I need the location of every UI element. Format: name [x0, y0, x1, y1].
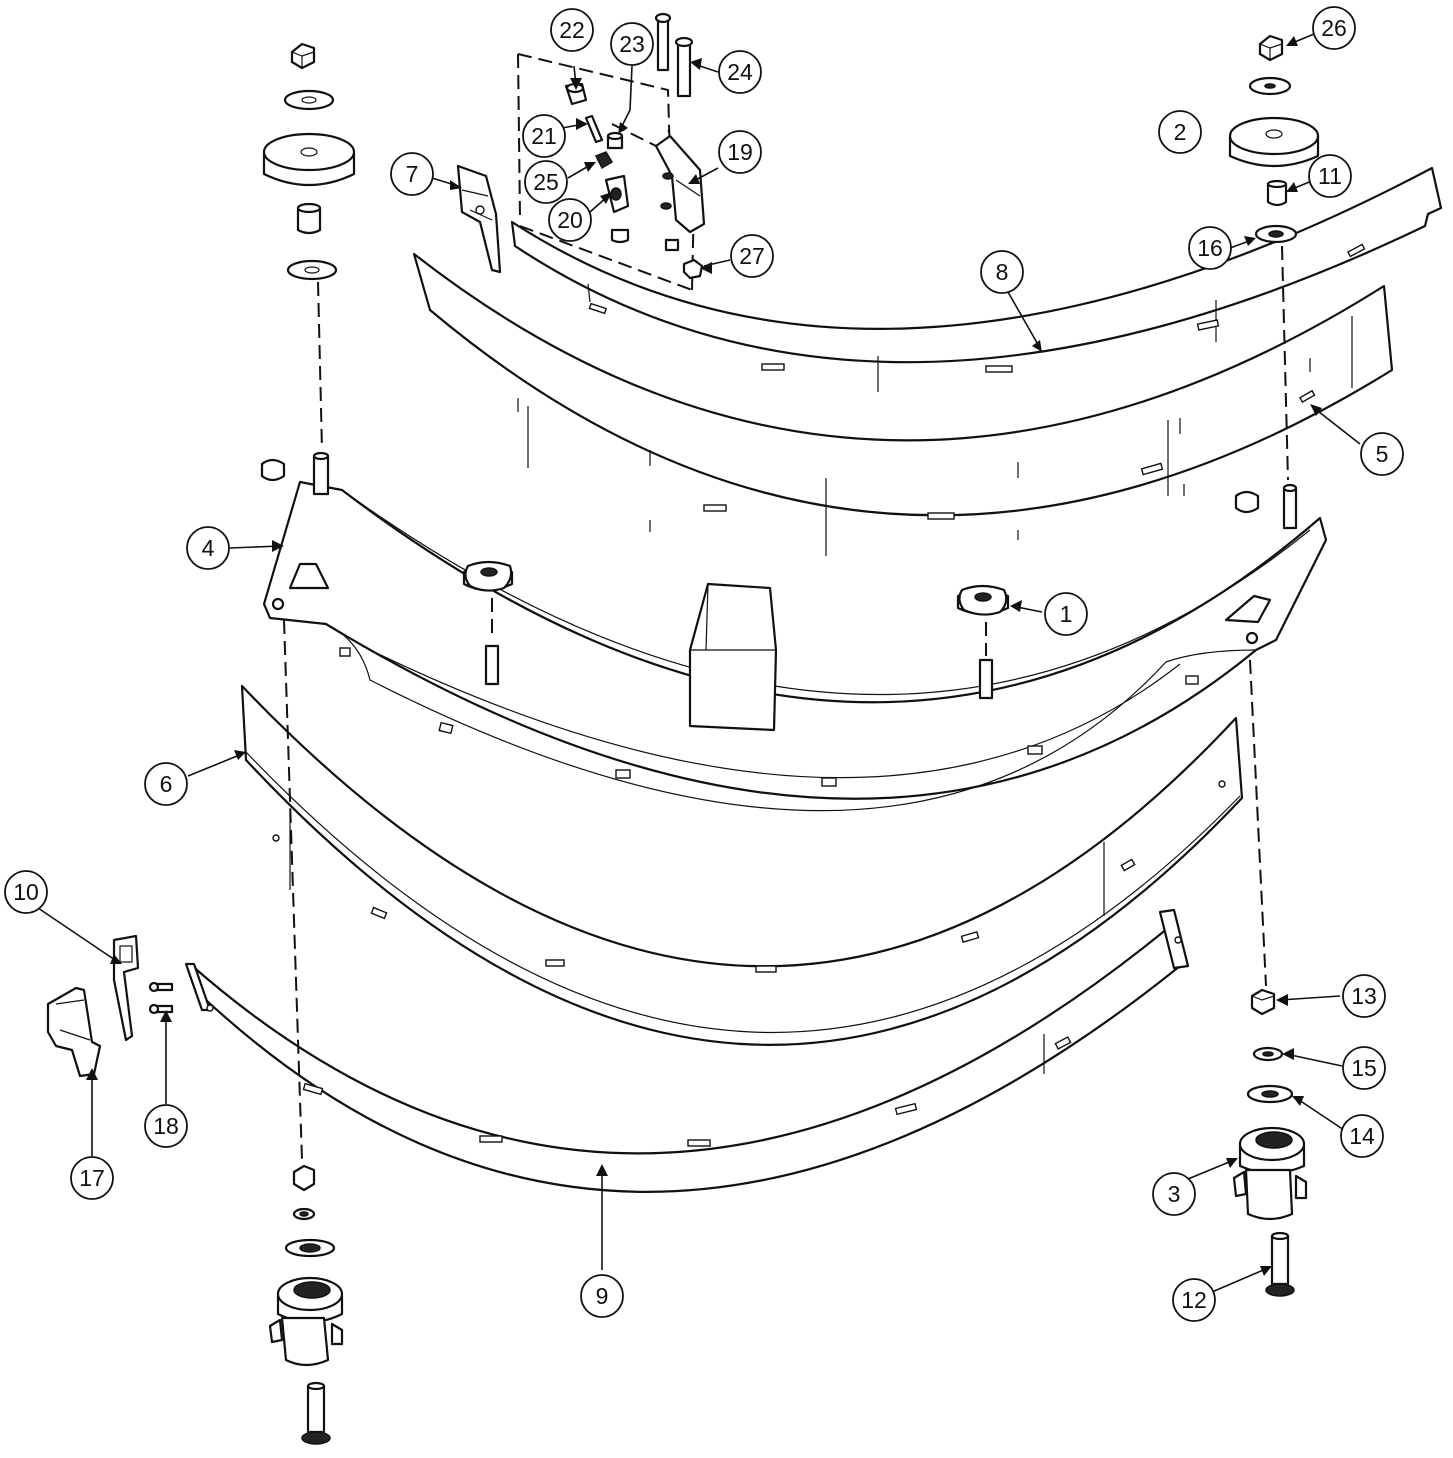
callout-label: 25	[533, 169, 559, 195]
leader-lines	[37, 33, 1361, 1293]
callout-label: 9	[596, 1283, 609, 1309]
callout-12: 12	[1172, 1278, 1216, 1322]
callout-13: 13	[1342, 974, 1386, 1018]
callout-label: 16	[1197, 235, 1223, 261]
squeegee-frame-part	[262, 480, 1328, 812]
callout-3: 3	[1152, 1172, 1196, 1216]
callout-label: 5	[1376, 441, 1389, 467]
callout-26: 26	[1312, 6, 1356, 50]
hardware-cluster	[517, 12, 706, 291]
callout-24: 24	[718, 50, 762, 94]
callout-label: 3	[1168, 1181, 1181, 1207]
callout-label: 23	[619, 31, 645, 57]
callout-19: 19	[718, 130, 762, 174]
callout-6: 6	[144, 762, 188, 806]
callout-10: 10	[4, 870, 48, 914]
callout-5: 5	[1360, 432, 1404, 476]
callout-label: 1	[1060, 601, 1073, 627]
callout-label: 24	[727, 59, 753, 85]
callout-label: 12	[1181, 1287, 1207, 1313]
callout-23: 23	[610, 22, 654, 66]
callout-7: 7	[390, 152, 434, 196]
callout-label: 22	[559, 17, 585, 43]
callout-20: 20	[548, 198, 592, 242]
callout-label: 4	[202, 535, 215, 561]
callout-9: 9	[580, 1274, 624, 1318]
callout-8: 8	[980, 250, 1024, 294]
right-caster-assembly	[1232, 659, 1308, 1297]
left-caster-assembly	[268, 619, 344, 1445]
callout-label: 7	[406, 161, 419, 187]
knob-part	[462, 560, 1010, 700]
callout-18: 18	[144, 1104, 188, 1148]
callout-label: 17	[79, 1165, 105, 1191]
left-bumper-assembly	[260, 42, 356, 496]
callout-label: 10	[13, 879, 39, 905]
callout-15: 15	[1342, 1046, 1386, 1090]
callout-label: 13	[1351, 983, 1377, 1009]
squeegee-strap-part	[184, 908, 1190, 1193]
callout-4: 4	[186, 526, 230, 570]
callout-label: 8	[996, 259, 1009, 285]
callout-17: 17	[70, 1156, 114, 1200]
squeegee-blade-rear-part	[510, 166, 1443, 392]
callout-11: 11	[1308, 154, 1352, 198]
callout-22: 22	[550, 8, 594, 52]
callout-label: 21	[531, 123, 557, 149]
callout-25: 25	[524, 160, 568, 204]
callout-label: 19	[727, 139, 753, 165]
right-bumper-assembly	[1228, 34, 1320, 530]
callout-label: 14	[1349, 1123, 1375, 1149]
callout-16: 16	[1188, 226, 1232, 270]
callout-label: 26	[1321, 15, 1347, 41]
callout-label: 27	[739, 243, 765, 269]
callout-label: 15	[1351, 1055, 1377, 1081]
side-bracket-part	[456, 164, 502, 274]
callout-label: 20	[557, 207, 583, 233]
callout-2: 2	[1158, 110, 1202, 154]
callout-27: 27	[730, 234, 774, 278]
callout-label: 11	[1318, 163, 1342, 189]
callout-21: 21	[522, 114, 566, 158]
callout-1: 1	[1044, 592, 1088, 636]
callout-14: 14	[1340, 1114, 1384, 1158]
callout-label: 2	[1174, 119, 1187, 145]
callout-label: 6	[160, 771, 173, 797]
callout-label: 18	[153, 1113, 179, 1139]
squeegee-blade-front-part	[412, 252, 1394, 556]
